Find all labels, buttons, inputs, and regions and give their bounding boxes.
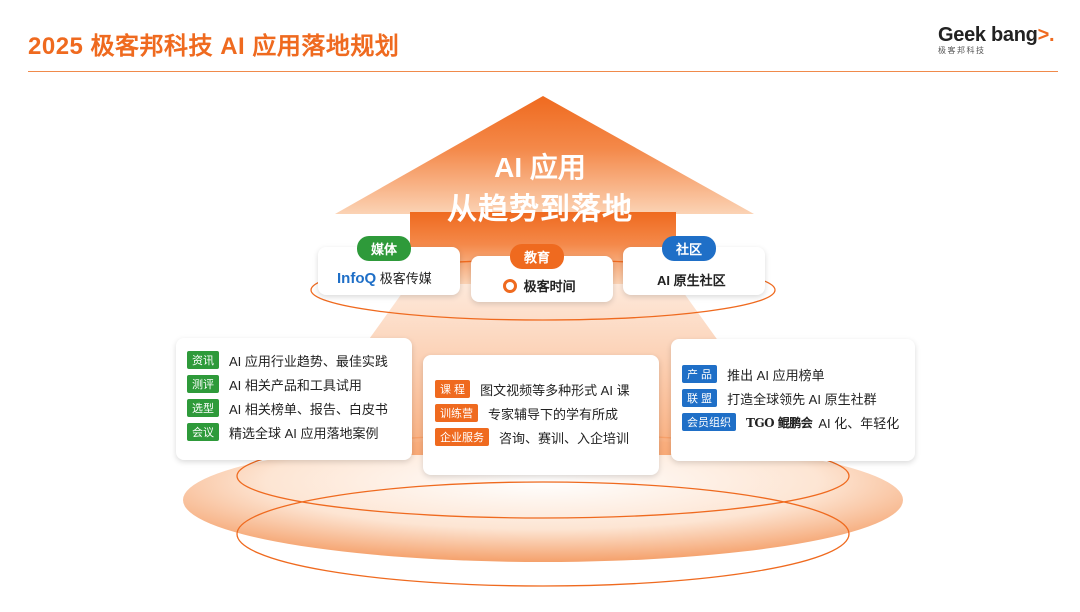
media-badge: 媒体 xyxy=(357,236,412,261)
education-brand: 极客时间 xyxy=(503,276,576,295)
logo-text-a: Gee xyxy=(938,24,975,46)
tag-label: 训练营 xyxy=(435,404,478,422)
base-disc-outer xyxy=(183,438,903,562)
community-badge: 社区 xyxy=(662,236,717,261)
geekbang-logo: Geek bang>. 极客邦科技 xyxy=(938,24,1054,56)
list-item: 选型 AI 相关榜单、报告、白皮书 xyxy=(187,396,388,420)
list-item-text: 推出 AI 应用榜单 xyxy=(727,367,825,383)
list-item-text: 咨询、赛训、入企培训 xyxy=(499,430,630,446)
media-brand-text: 极客传媒 xyxy=(379,271,432,286)
tag-label: 会员组织 xyxy=(682,413,736,431)
tag-label: 测评 xyxy=(187,375,219,393)
geektime-icon xyxy=(503,279,517,293)
tag-label: 会议 xyxy=(187,423,219,441)
list-item: 联 盟打造全球领先 AI 原生社群 xyxy=(682,386,899,410)
list-item: 测评 AI 相关产品和工具试用 xyxy=(187,372,388,396)
tag-label: 联 盟 xyxy=(682,389,718,407)
tag-label: 课 程 xyxy=(435,380,471,398)
list-item: 企业服务咨询、赛训、入企培训 xyxy=(435,425,630,449)
base-ring-lower xyxy=(236,481,850,587)
logo-text-b: k bang xyxy=(974,24,1038,46)
logo-accent: >. xyxy=(1037,24,1055,46)
list-item-text: AI 相关榜单、报告、白皮书 xyxy=(229,401,388,417)
tag-label: 选型 xyxy=(187,399,219,417)
education-detail-list: 课 程图文视频等多种形式 AI 课 训练营专家辅导下的学有所成 企业服务咨询、赛… xyxy=(435,377,630,449)
tag-label: 资讯 xyxy=(187,351,219,369)
education-badge: 教育 xyxy=(510,244,565,269)
list-item: 课 程图文视频等多种形式 AI 课 xyxy=(435,377,630,401)
headline-line1: AI 应用 xyxy=(494,152,586,183)
headline-line2: 从趋势到落地 xyxy=(447,193,633,226)
list-item: 资讯 AI 应用行业趋势、最佳实践 xyxy=(187,348,388,372)
list-item-text: AI 应用行业趋势、最佳实践 xyxy=(229,353,388,369)
tag-label: 产 品 xyxy=(682,365,718,383)
list-item-text: AI 相关产品和工具试用 xyxy=(229,377,362,393)
page-title: 2025 极客邦科技 AI 应用落地规划 xyxy=(28,33,400,60)
list-item-text: 打造全球领先 AI 原生社群 xyxy=(727,391,877,407)
list-item: 会议精选全球 AI 应用落地案例 xyxy=(187,420,388,444)
community-detail-list: 产 品推出 AI 应用榜单 联 盟打造全球领先 AI 原生社群 会员组织 TGO … xyxy=(682,362,899,434)
list-item-text: 精选全球 AI 应用落地案例 xyxy=(229,425,379,441)
list-item-text: 专家辅导下的学有所成 xyxy=(488,406,619,422)
media-brand: InfoQ 极客传媒 xyxy=(337,268,432,287)
list-item: 会员组织 TGO 鲲鹏会 AI 化、年轻化 xyxy=(682,410,899,434)
list-item: 训练营专家辅导下的学有所成 xyxy=(435,401,630,425)
infoq-logo: InfoQ xyxy=(337,270,377,287)
list-item-text: 图文视频等多种形式 AI 课 xyxy=(480,382,630,398)
media-detail-list: 资讯 AI 应用行业趋势、最佳实践 测评 AI 相关产品和工具试用 选型 AI 相关榜… xyxy=(187,348,388,444)
tag-label: 企业服务 xyxy=(435,428,489,446)
education-brand-text: 极客时间 xyxy=(523,279,576,294)
list-item-text: AI 化、年轻化 xyxy=(818,415,900,431)
logo-subtitle: 极客邦科技 xyxy=(938,46,986,55)
community-brand-text: AI 原生社区 xyxy=(657,273,726,288)
header-divider xyxy=(28,71,1058,72)
tgo-logo: TGO 鲲鹏会 xyxy=(746,415,813,430)
arrow-head xyxy=(335,96,754,214)
list-item: 产 品推出 AI 应用榜单 xyxy=(682,362,899,386)
